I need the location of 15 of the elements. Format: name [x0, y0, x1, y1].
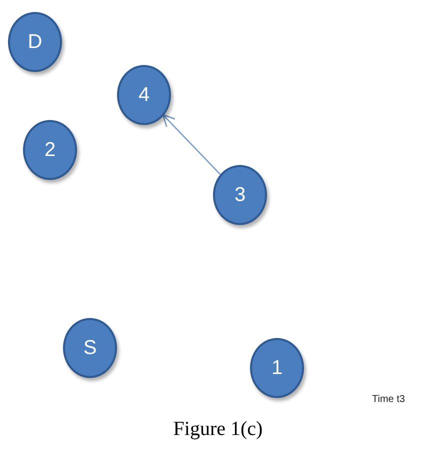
node-circle: [117, 65, 171, 125]
node-label: 3: [234, 184, 246, 206]
figure-caption: Figure 1(c): [172, 418, 264, 441]
node-label: 4: [138, 84, 150, 106]
node-label: 1: [271, 356, 283, 380]
node-circle: [213, 165, 267, 225]
node-circle: [23, 120, 77, 180]
node-circle: [63, 318, 117, 378]
node-label: D: [28, 30, 42, 54]
node-label: S: [83, 336, 97, 360]
time-label: Time t3: [372, 394, 405, 405]
arrow: [162, 114, 221, 175]
node-circle: [250, 338, 304, 398]
node-circle: [8, 12, 62, 72]
node-label: 2: [44, 138, 56, 162]
